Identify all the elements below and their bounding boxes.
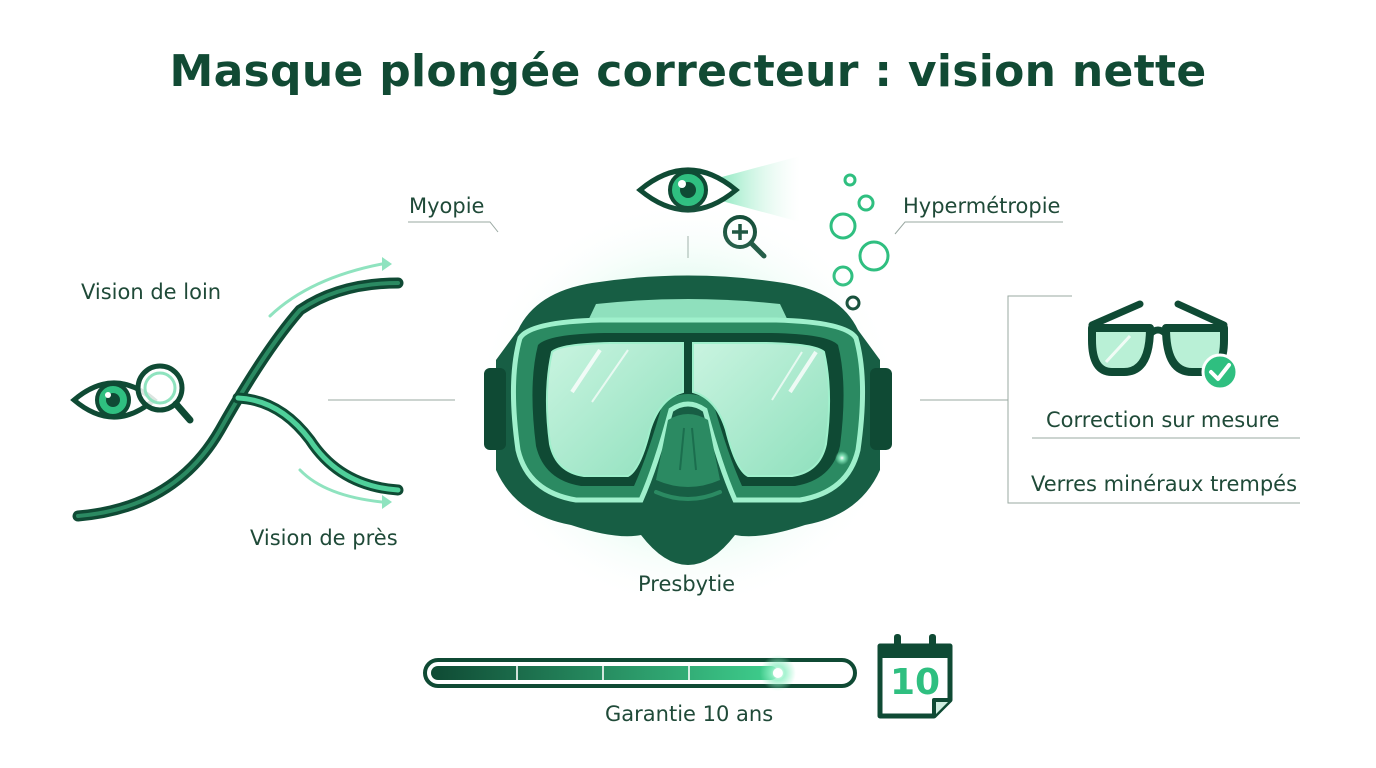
warranty-progress-bar: [423, 655, 857, 691]
calendar-icon: [877, 634, 953, 719]
page-title: Masque plongée correcteur : vision nette: [169, 46, 1207, 97]
label-garantie: Garantie 10 ans: [605, 702, 774, 726]
diving-mask-icon: [484, 275, 892, 565]
connector-myopie: [408, 221, 499, 233]
calendar-number: 10: [889, 662, 941, 703]
label-myopie: Myopie: [409, 194, 485, 218]
bar-segment-dividers: [516, 666, 690, 680]
label-vision-pres: Vision de près: [250, 526, 398, 550]
label-vision-loin: Vision de loin: [81, 280, 222, 304]
progress-marker: [772, 668, 783, 678]
eye-magnifier-icon: [70, 363, 194, 424]
bracket-right: [1007, 295, 1300, 504]
label-correction: Correction sur mesure: [1046, 408, 1280, 432]
label-hypermetropie: Hypermétropie: [903, 194, 1061, 218]
label-presbytie: Presbytie: [638, 572, 736, 596]
warranty-progress-fill: [431, 666, 778, 680]
eye-icon: [636, 156, 800, 222]
label-verres: Verres minéraux trempés: [1031, 472, 1298, 496]
glasses-check-icon: [1088, 300, 1239, 391]
connector-hypermetropie: [894, 221, 1063, 235]
curved-arrows-icon: [72, 257, 404, 522]
